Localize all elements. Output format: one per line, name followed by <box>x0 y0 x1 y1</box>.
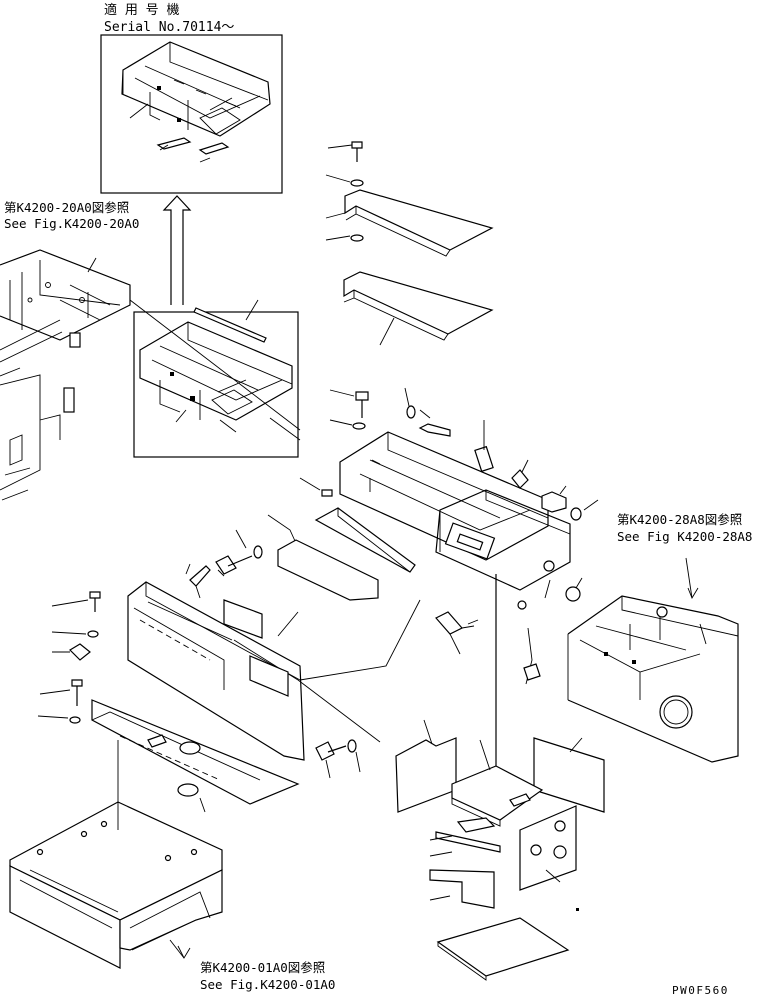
top-cover-assembly <box>325 141 494 346</box>
ref-01a0-jp: 第K4200-01A0図参照 <box>200 960 325 975</box>
center-box-assembly <box>267 387 599 610</box>
figure-code: PW0F560 <box>672 984 729 997</box>
ref-20a0-en: See Fig.K4200-20A0 <box>4 216 139 231</box>
ref-01a0-en: See Fig.K4200-01A0 <box>200 977 335 992</box>
ref-20a0-jp: 第K4200-20A0図参照 <box>4 200 129 215</box>
serial-variant-inset <box>100 34 283 194</box>
left-panel-assembly <box>37 563 381 830</box>
bottom-left-box <box>9 801 223 969</box>
left-frame-assembly <box>0 249 301 501</box>
serial-number-label: Serial No.70114～ <box>104 20 234 35</box>
ref-28a8-en: See Fig K4200-28A8 <box>617 529 752 544</box>
variant-arrow <box>162 195 192 305</box>
lower-right-parts <box>395 719 605 981</box>
leader-connector <box>299 574 541 770</box>
right-frame-assembly <box>567 557 739 763</box>
bolt-middle-left <box>215 529 263 575</box>
applicable-model-label: 適 用 号 機 <box>104 2 179 18</box>
middle-inset <box>133 299 301 458</box>
ref-28a8-jp: 第K4200-28A8図参照 <box>617 512 742 527</box>
bolt-center-bottom <box>315 739 361 779</box>
